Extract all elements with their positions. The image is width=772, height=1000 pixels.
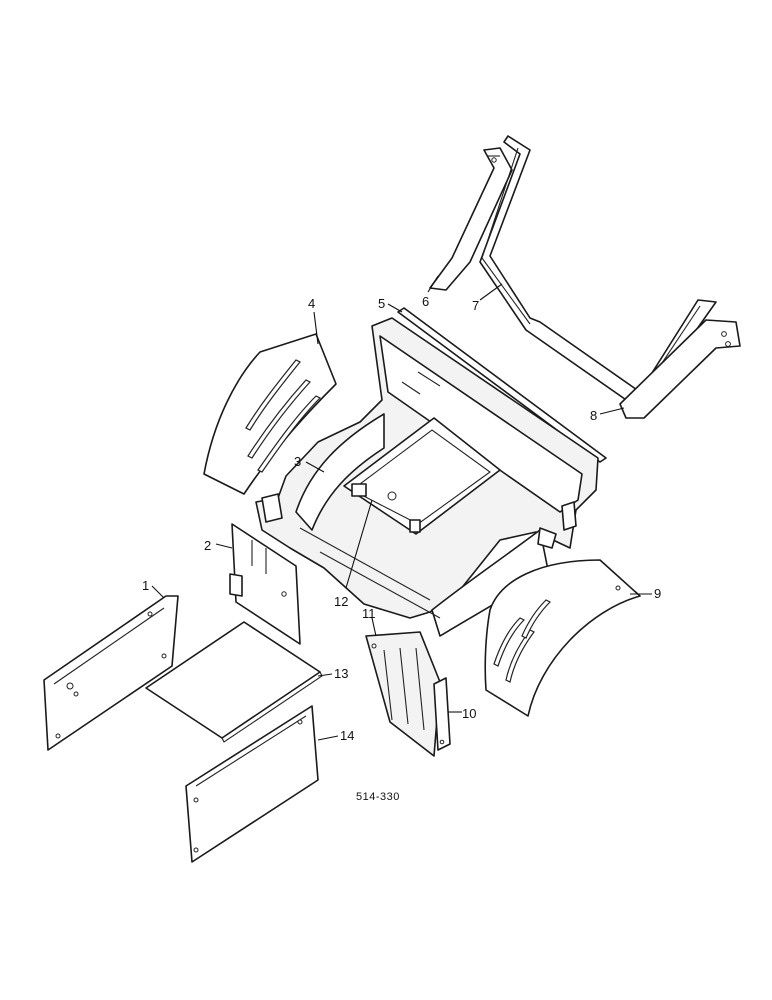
callout-7: 7: [472, 298, 479, 313]
part-3-platform: [255, 317, 599, 637]
part-6-bracket: [429, 147, 513, 291]
part-1-side-panel: [43, 595, 179, 751]
part-11-inner-plate: [365, 631, 441, 757]
leader-lines: [151, 275, 652, 741]
part-8-bracket: [619, 319, 741, 419]
part-2-side-bracket: [229, 523, 301, 645]
callout-12: 12: [334, 594, 348, 609]
callout-3: 3: [294, 454, 301, 469]
callout-4: 4: [308, 296, 315, 311]
callout-labels: 1 2 3 4 5 6 7 8 9 10 11 12 13 14: [142, 294, 661, 743]
callout-11: 11: [362, 606, 376, 621]
part-14-front-panel: [185, 705, 319, 863]
part-13-floor-mat: [145, 621, 323, 743]
callout-9: 9: [654, 586, 661, 601]
part-5-rail-strip: [397, 307, 607, 463]
part-9-fender: [484, 559, 641, 717]
callout-2: 2: [204, 538, 211, 553]
callout-8: 8: [590, 408, 597, 423]
callout-6: 6: [422, 294, 429, 309]
callout-14: 14: [340, 728, 354, 743]
reference-code: 514-330: [356, 791, 400, 803]
part-4-fender: [203, 333, 337, 495]
callout-1: 1: [142, 578, 149, 593]
callout-5: 5: [378, 296, 385, 311]
callout-13: 13: [334, 666, 348, 681]
part-10-narrow-plate: [433, 677, 451, 751]
callout-10: 10: [462, 706, 476, 721]
